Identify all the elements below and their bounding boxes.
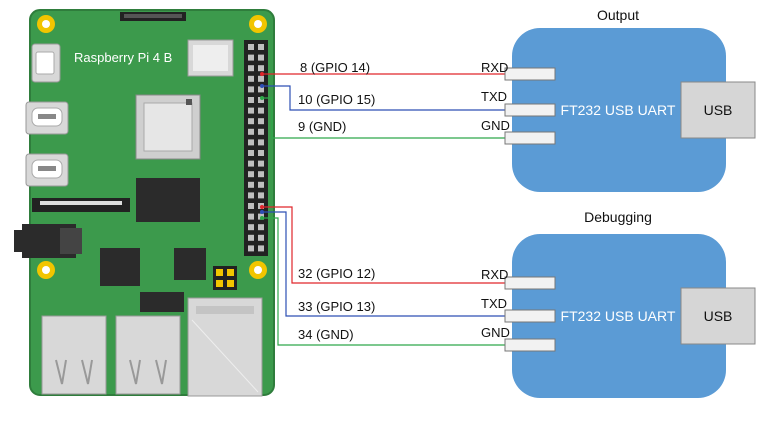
output-wires xyxy=(260,72,515,139)
gpio-pin xyxy=(258,139,264,146)
gpio-pin xyxy=(258,75,264,82)
gpio-pin xyxy=(248,224,254,231)
gpio-pin xyxy=(258,86,264,93)
gpio-pin xyxy=(258,54,264,61)
output-usb-connector xyxy=(680,81,756,139)
gpio-pin xyxy=(248,75,254,82)
gpio-pin xyxy=(248,171,254,178)
gpio-pin xyxy=(248,118,254,125)
gpio-pin xyxy=(248,150,254,156)
output-module: Output RXD TXD GND FT232 USB UART USB xyxy=(481,7,756,192)
debug-pin-gnd xyxy=(504,338,556,352)
gpio-pin xyxy=(248,107,254,114)
wire-label-gpio13: 33 (GPIO 13) xyxy=(298,299,375,314)
gpio-pin xyxy=(248,44,254,50)
debugging-wires xyxy=(260,205,515,346)
gpio-pin xyxy=(258,150,264,156)
debug-pin-txd xyxy=(504,309,556,323)
output-usb-label: USB xyxy=(704,102,733,118)
gpio-pin xyxy=(248,245,254,252)
gpio-pin xyxy=(248,213,254,220)
gpio-pin xyxy=(248,128,254,135)
gpio-pin xyxy=(248,65,254,72)
ethernet-chip xyxy=(174,248,206,280)
gpio-pin xyxy=(258,245,264,252)
wire-debug-gpio13 xyxy=(262,211,515,317)
gpio-pin xyxy=(248,97,254,103)
output-gnd-label: GND xyxy=(481,118,510,133)
hdmi-port-2 xyxy=(25,153,69,187)
raspberry-pi-board: Raspberry Pi 4 B xyxy=(14,9,275,397)
pmic-chip xyxy=(140,292,184,312)
wire-output-gpio15 xyxy=(262,85,515,111)
gpio-pin xyxy=(248,86,254,93)
gpio-header xyxy=(244,40,268,256)
output-txd-label: TXD xyxy=(481,89,507,104)
usb-controller-chip xyxy=(100,248,140,286)
gpio-pin xyxy=(258,107,264,114)
debugging-title: Debugging xyxy=(584,209,652,225)
usb-a-port-2 xyxy=(115,315,181,395)
gpio-pin xyxy=(258,65,264,72)
wire-label-gnd-34: 34 (GND) xyxy=(298,327,354,342)
wire-label-gpio14: 8 (GPIO 14) xyxy=(300,60,370,75)
wire-debug-gpio12 xyxy=(262,206,515,284)
debugging-module-body xyxy=(512,234,726,398)
gpio-pin xyxy=(258,97,264,103)
gpio-pin xyxy=(248,203,254,209)
gpio-pin xyxy=(258,118,264,125)
board-label: Raspberry Pi 4 B xyxy=(74,50,172,65)
ram-chip xyxy=(136,178,200,222)
gpio-pin xyxy=(258,224,264,231)
ethernet-port xyxy=(187,297,263,397)
debug-usb-connector xyxy=(680,287,756,345)
gpio-pin xyxy=(258,44,264,50)
output-module-body xyxy=(512,28,726,192)
wire-output-gnd xyxy=(262,97,515,139)
gpio-pin xyxy=(248,139,254,146)
gpio-pin xyxy=(248,192,254,199)
output-chip-label: FT232 USB UART xyxy=(561,102,676,118)
wire-label-gpio15: 10 (GPIO 15) xyxy=(298,92,375,107)
hdmi-port-1 xyxy=(25,101,69,135)
debug-chip-label: FT232 USB UART xyxy=(561,308,676,324)
debug-rxd-label: RXD xyxy=(481,267,508,282)
debug-gnd-label: GND xyxy=(481,325,510,340)
output-pin-rxd xyxy=(504,67,556,81)
output-rxd-label: RXD xyxy=(481,60,508,75)
gpio-pin xyxy=(258,234,264,241)
audio-jack xyxy=(14,224,82,258)
output-pin-gnd xyxy=(504,131,556,145)
gpio-pin xyxy=(248,234,254,241)
output-pin-txd xyxy=(504,103,556,117)
debug-pin-rxd xyxy=(504,276,556,290)
usb-a-port-1 xyxy=(41,315,107,395)
poe-header xyxy=(213,266,237,290)
gpio-pins xyxy=(248,44,264,252)
wire-label-gnd-9: 9 (GND) xyxy=(298,119,346,134)
output-title: Output xyxy=(597,7,639,23)
debug-usb-label: USB xyxy=(704,308,733,324)
gpio-pin xyxy=(258,181,264,188)
wire-label-gpio12: 32 (GPIO 12) xyxy=(298,266,375,281)
gpio-pin xyxy=(258,171,264,178)
gpio-pin xyxy=(248,160,254,167)
gpio-pin xyxy=(258,128,264,135)
debug-txd-label: TXD xyxy=(481,296,507,311)
debugging-module: Debugging RXD TXD GND FT232 USB UART USB xyxy=(481,209,756,398)
gpio-pin xyxy=(258,160,264,167)
gpio-pin xyxy=(248,54,254,61)
gpio-pin xyxy=(258,192,264,199)
wire-debug-gnd xyxy=(262,217,515,346)
gpio-pin xyxy=(248,181,254,188)
